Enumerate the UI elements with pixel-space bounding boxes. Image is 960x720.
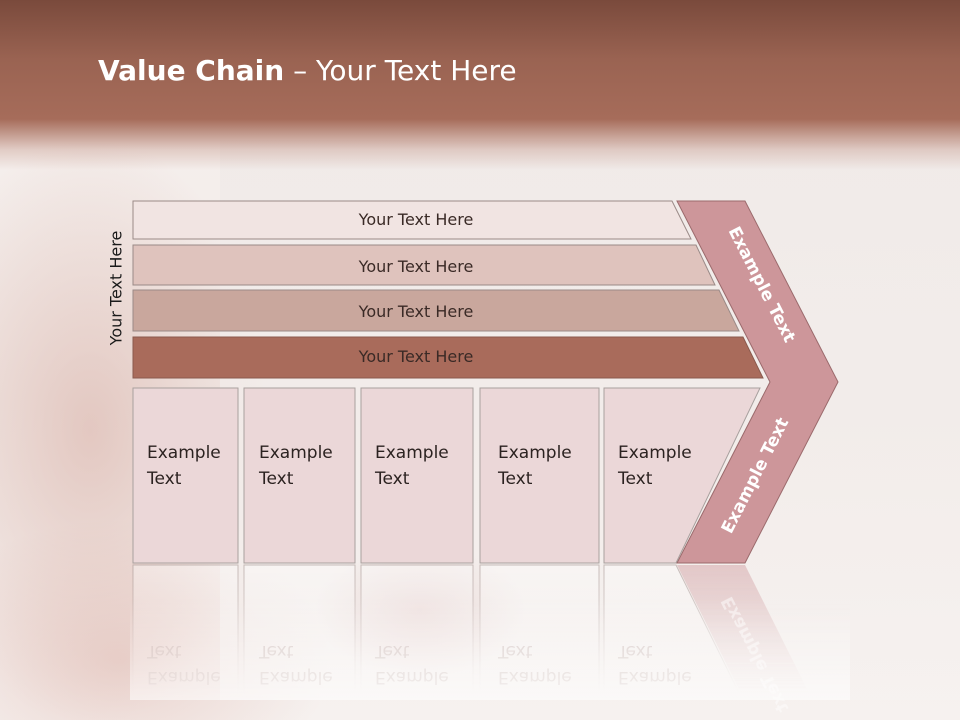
- box-3-line1: Example: [375, 443, 449, 463]
- box-4-line1: Example: [498, 443, 572, 463]
- bar-3-shape: [132, 289, 740, 332]
- slide-title: Value Chain – Your Text Here: [98, 54, 517, 87]
- box-5-line2: Text: [617, 469, 653, 489]
- box-2-line2: Text: [258, 469, 294, 489]
- bar-4-label: Your Text Here: [358, 347, 474, 366]
- box-2-shape: [243, 387, 356, 564]
- title-bold: Value Chain: [98, 54, 285, 87]
- bar-1: Your Text Here: [132, 200, 692, 240]
- box-1: Example Text: [132, 387, 239, 564]
- bar-1-shape: [132, 200, 692, 240]
- bar-group: Your Text Here Your Text Here Your Text …: [132, 200, 764, 379]
- box-5: Example Text: [603, 387, 761, 564]
- bar-4-shape: [132, 336, 764, 379]
- bar-2: Your Text Here: [132, 244, 716, 286]
- box-1-line2: Text: [146, 469, 182, 489]
- box-3: Example Text: [360, 387, 474, 564]
- box-3-shape: [360, 387, 474, 564]
- reflection-text-fade: [130, 600, 850, 700]
- box-1-shape: [132, 387, 239, 564]
- box-5-line1: Example: [618, 443, 692, 463]
- box-group: Example Text Example Text Example Text E…: [132, 387, 761, 564]
- bar-4: Your Text Here: [132, 336, 764, 379]
- bar-2-shape: [132, 244, 716, 286]
- bar-3-label: Your Text Here: [358, 302, 474, 321]
- box-2-line1: Example: [259, 443, 333, 463]
- chevron-shape: [676, 200, 839, 564]
- box-3-line2: Text: [374, 469, 410, 489]
- box-2: Example Text: [243, 387, 356, 564]
- title-rest: – Your Text Here: [284, 54, 517, 87]
- box-4-shape: [479, 387, 600, 564]
- reflection: Example Text Example Text Example Text E…: [130, 564, 850, 715]
- bar-1-label: Your Text Here: [358, 210, 474, 229]
- box-5-shape: [603, 387, 761, 564]
- box-4-line2: Text: [497, 469, 533, 489]
- box-1-line1: Example: [147, 443, 221, 463]
- bar-3: Your Text Here: [132, 289, 740, 332]
- box-4: Example Text: [479, 387, 600, 564]
- bar-2-label: Your Text Here: [358, 257, 474, 276]
- header-band: [0, 0, 960, 170]
